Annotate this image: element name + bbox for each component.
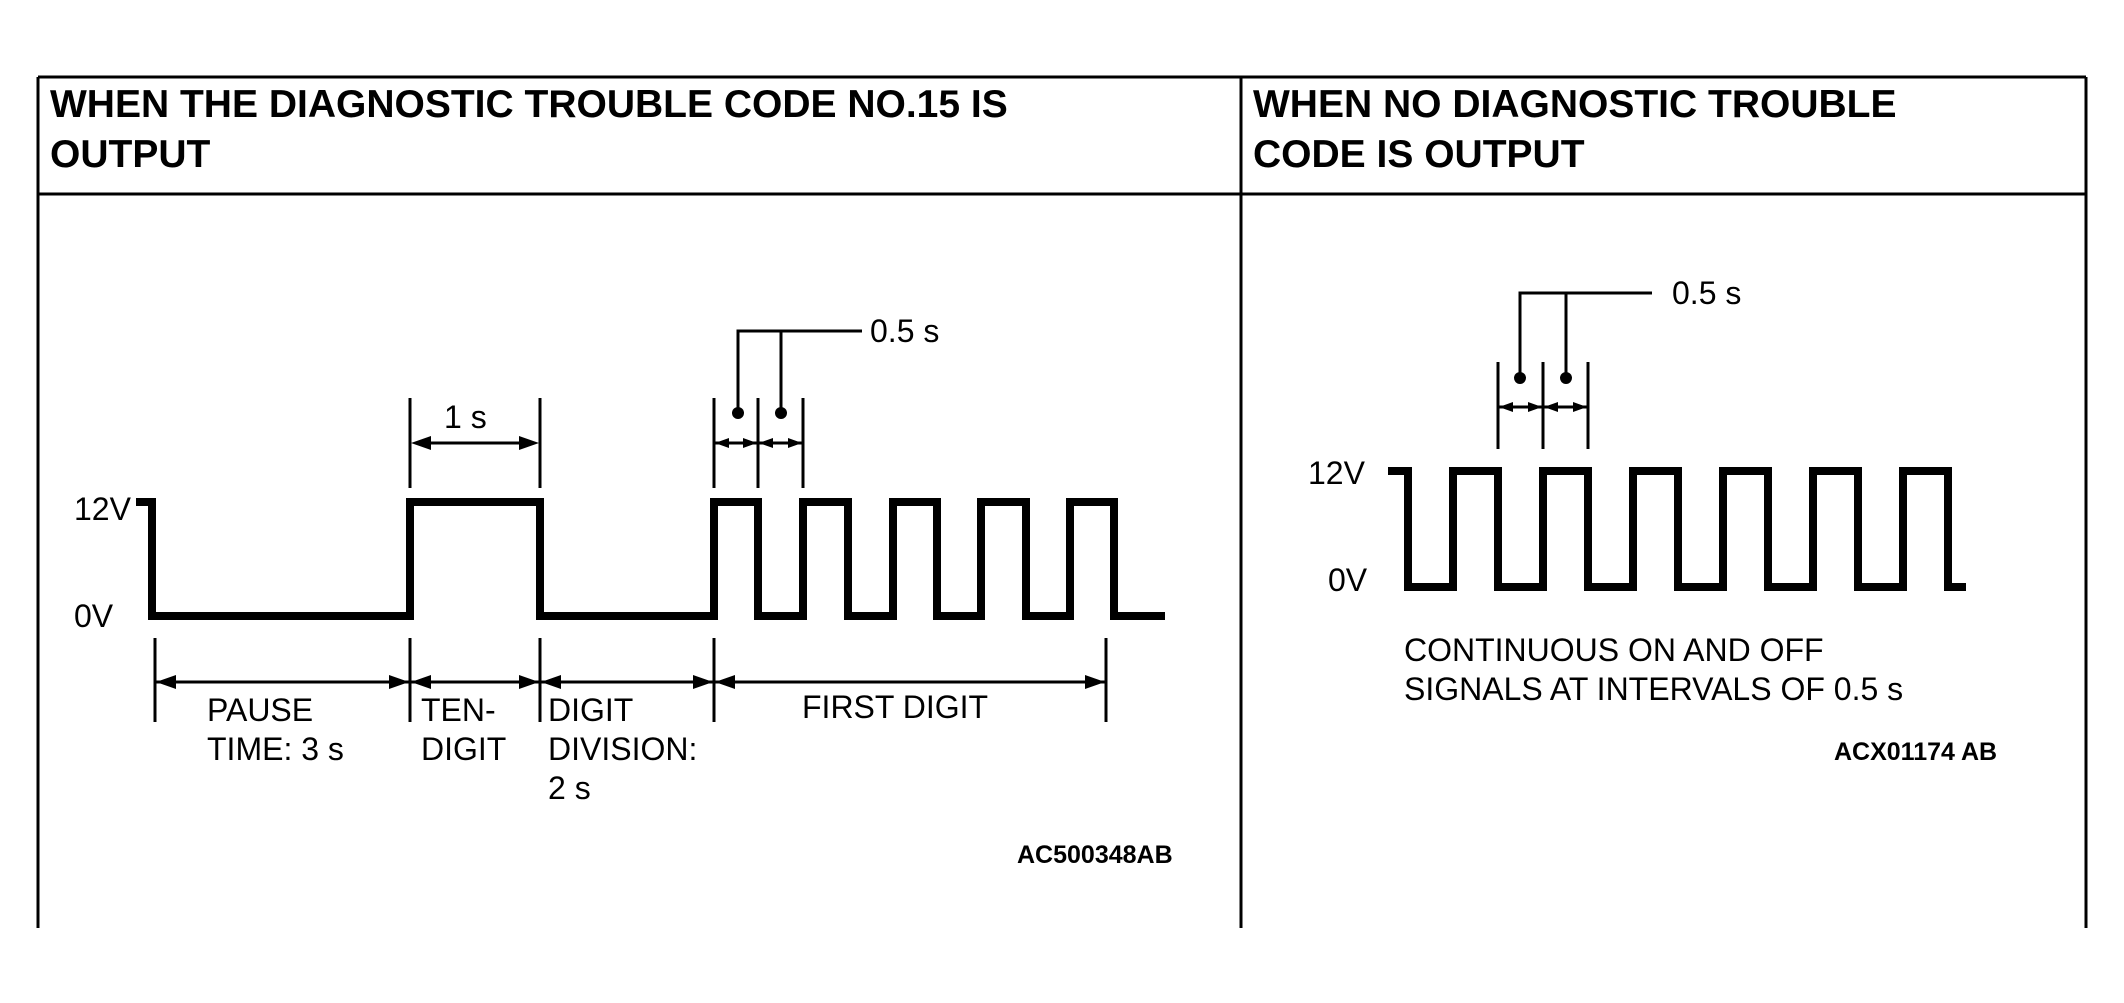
right-half-arrowhead-1 bbox=[1499, 402, 1513, 412]
division-arrowhead-left bbox=[541, 675, 561, 689]
left-header-line1: WHEN THE DIAGNOSTIC TROUBLE CODE NO.15 I… bbox=[50, 83, 1008, 126]
right-signal-waveform bbox=[1388, 467, 1966, 591]
left-panel: WHEN THE DIAGNOSTIC TROUBLE CODE NO.15 I… bbox=[50, 83, 1173, 869]
left-half-leader bbox=[736, 329, 862, 413]
right-header-line1: WHEN NO DIAGNOSTIC TROUBLE bbox=[1253, 83, 1896, 126]
one-second-arrowhead-right bbox=[519, 436, 539, 450]
left-half-arrowhead-1 bbox=[715, 438, 729, 448]
right-half-dot-2 bbox=[1560, 372, 1572, 384]
right-figure-code: ACX01174 AB bbox=[1834, 738, 1997, 766]
left-header-line2: OUTPUT bbox=[50, 133, 211, 176]
left-half-dot-2 bbox=[775, 407, 787, 419]
right-header-line2: CODE IS OUTPUT bbox=[1253, 133, 1585, 176]
pause-arrowhead-left bbox=[156, 675, 176, 689]
right-half-dot-1 bbox=[1514, 372, 1526, 384]
left-half-dot-1 bbox=[732, 407, 744, 419]
first-digit-arrowhead-left bbox=[715, 675, 735, 689]
division-arrowhead-right bbox=[693, 675, 713, 689]
right-y-low-label: 0V bbox=[1328, 562, 1368, 598]
left-y-low-label: 0V bbox=[74, 598, 114, 634]
ten-arrowhead-left bbox=[411, 675, 431, 689]
right-half-second-label: 0.5 s bbox=[1672, 275, 1741, 311]
left-y-high-label: 12V bbox=[74, 491, 132, 527]
one-second-dimension: 1 s bbox=[408, 398, 542, 488]
left-figure-code: AC500348AB bbox=[1017, 841, 1173, 869]
one-second-arrowhead-left bbox=[411, 436, 431, 450]
division-label-line1: DIGIT bbox=[548, 692, 633, 728]
pause-arrowhead-right bbox=[389, 675, 409, 689]
left-half-second-label: 0.5 s bbox=[870, 313, 939, 349]
right-caption-line1: CONTINUOUS ON AND OFF bbox=[1404, 632, 1824, 668]
first-digit-label: FIRST DIGIT bbox=[802, 689, 988, 725]
left-half-arrowhead-4 bbox=[788, 438, 802, 448]
pause-label-line1: PAUSE bbox=[207, 692, 313, 728]
left-half-arrowhead-2 bbox=[743, 438, 757, 448]
left-signal-waveform bbox=[136, 498, 1165, 620]
right-panel: WHEN NO DIAGNOSTIC TROUBLE CODE IS OUTPU… bbox=[1253, 83, 1997, 766]
ten-digit-label-line1: TEN- bbox=[421, 692, 496, 728]
right-half-second-dimension: 0.5 s bbox=[1496, 275, 1741, 449]
left-bottom-dimensions bbox=[153, 638, 1108, 722]
right-half-leader bbox=[1518, 291, 1652, 378]
first-digit-arrowhead-right bbox=[1085, 675, 1105, 689]
right-half-arrowhead-4 bbox=[1573, 402, 1587, 412]
one-second-label: 1 s bbox=[444, 399, 487, 435]
right-caption-line2: SIGNALS AT INTERVALS OF 0.5 s bbox=[1404, 671, 1903, 707]
left-half-second-dimension: 0.5 s bbox=[712, 313, 939, 488]
table-frame bbox=[36, 75, 2088, 928]
right-half-arrowhead-3 bbox=[1544, 402, 1558, 412]
right-y-high-label: 12V bbox=[1308, 455, 1366, 491]
division-label-line3: 2 s bbox=[548, 770, 591, 806]
left-half-arrowhead-3 bbox=[759, 438, 773, 448]
right-half-arrowhead-2 bbox=[1528, 402, 1542, 412]
division-label-line2: DIVISION: bbox=[548, 731, 697, 767]
ten-digit-label-line2: DIGIT bbox=[421, 731, 506, 767]
ten-arrowhead-right bbox=[519, 675, 539, 689]
pause-label-line2: TIME: 3 s bbox=[207, 731, 344, 767]
